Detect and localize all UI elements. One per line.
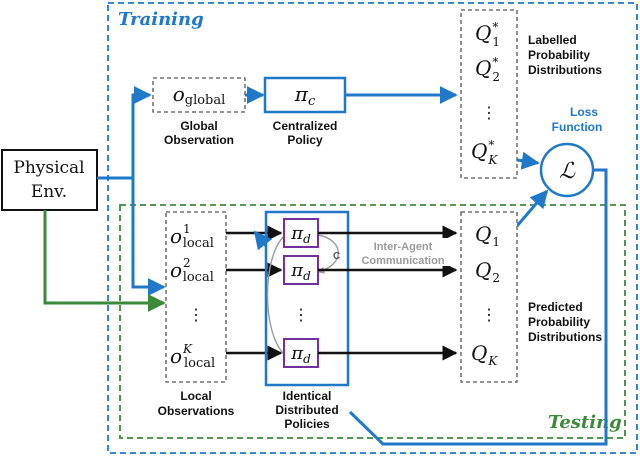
distributed-policy-2-box <box>283 255 319 285</box>
physical-env-line2: Env. <box>31 182 67 202</box>
env-to-local-obs-test-arrow <box>43 210 166 312</box>
distributed-policy-2-symbol: πd <box>290 260 311 283</box>
distributed-dots: ⋮ <box>293 305 309 324</box>
communication-label-1: Inter-Agent <box>374 241 433 253</box>
labelled-q2: Q*2 <box>475 55 500 84</box>
distributed-caption-3: Policies <box>284 417 330 431</box>
labelled-dist-box <box>460 9 518 179</box>
physical-env-line1: Physical <box>13 158 84 178</box>
local-obs-dots: ⋮ <box>188 305 204 324</box>
communication-label-bg <box>351 238 455 266</box>
policy-update-arrow <box>253 230 273 251</box>
labelled-qk: Q*K <box>471 138 498 167</box>
loss-feedback-path <box>348 168 608 446</box>
global-obs-caption-2: Observation <box>164 133 234 147</box>
predicted-caption-3: Distributions <box>528 330 602 344</box>
predicted-caption-2: Probability <box>528 315 590 329</box>
predicted-dist-box <box>460 211 518 383</box>
global-obs-symbol: oglobal <box>173 82 226 108</box>
predicted-q2: Q2 <box>475 258 500 285</box>
predicted-dots: ⋮ <box>481 305 497 324</box>
training-region <box>107 2 638 454</box>
centralized-policy-caption-2: Policy <box>287 133 323 147</box>
env-to-global-obs-arrow <box>97 86 152 180</box>
testing-label: Testing <box>548 412 622 433</box>
loss-symbol: ℒ <box>559 159 576 184</box>
predicted-qk: QK <box>471 341 498 368</box>
loss-caption-1: Loss <box>570 105 598 119</box>
training-label: Training <box>118 9 204 30</box>
labelled-caption-3: Distributions <box>528 63 602 77</box>
local-obs-caption-2: Observations <box>158 404 235 418</box>
labelled-to-loss-arrow <box>516 151 540 170</box>
communication-letter: C <box>333 251 340 262</box>
labelled-dots: ⋮ <box>481 103 497 122</box>
physical-env-box <box>1 149 98 211</box>
local-obs-caption-1: Local <box>180 389 211 403</box>
communication-arc <box>266 235 285 355</box>
labelled-q1: Q*1 <box>475 20 500 49</box>
env-to-local-obs-arrow <box>131 178 166 296</box>
loss-caption-2: Function <box>552 120 603 134</box>
distributed-policy-1-box <box>283 218 319 248</box>
labelled-caption-1: Labelled <box>528 33 577 47</box>
local-obs-box <box>165 211 227 383</box>
distributed-policy-k-symbol: πd <box>290 343 311 366</box>
communication-label-2: Communication <box>361 255 444 267</box>
global-obs-caption-1: Global <box>180 119 217 133</box>
predicted-caption-1: Predicted <box>528 300 583 314</box>
centralized-policy-symbol: πc <box>294 82 316 109</box>
distributed-policy-1-symbol: πd <box>290 223 311 246</box>
predicted-q1: Q1 <box>475 222 500 249</box>
distributed-caption-1: Identical <box>283 389 332 403</box>
testing-region <box>119 204 626 439</box>
labelled-caption-2: Probability <box>528 48 590 62</box>
distributed-policies-group <box>264 210 350 387</box>
centralized-policy-caption-1: Centralized <box>273 119 338 133</box>
distributed-policy-k-box <box>283 338 319 368</box>
predicted-to-loss-arrow <box>515 189 549 227</box>
distributed-caption-2: Distributed <box>275 403 338 417</box>
